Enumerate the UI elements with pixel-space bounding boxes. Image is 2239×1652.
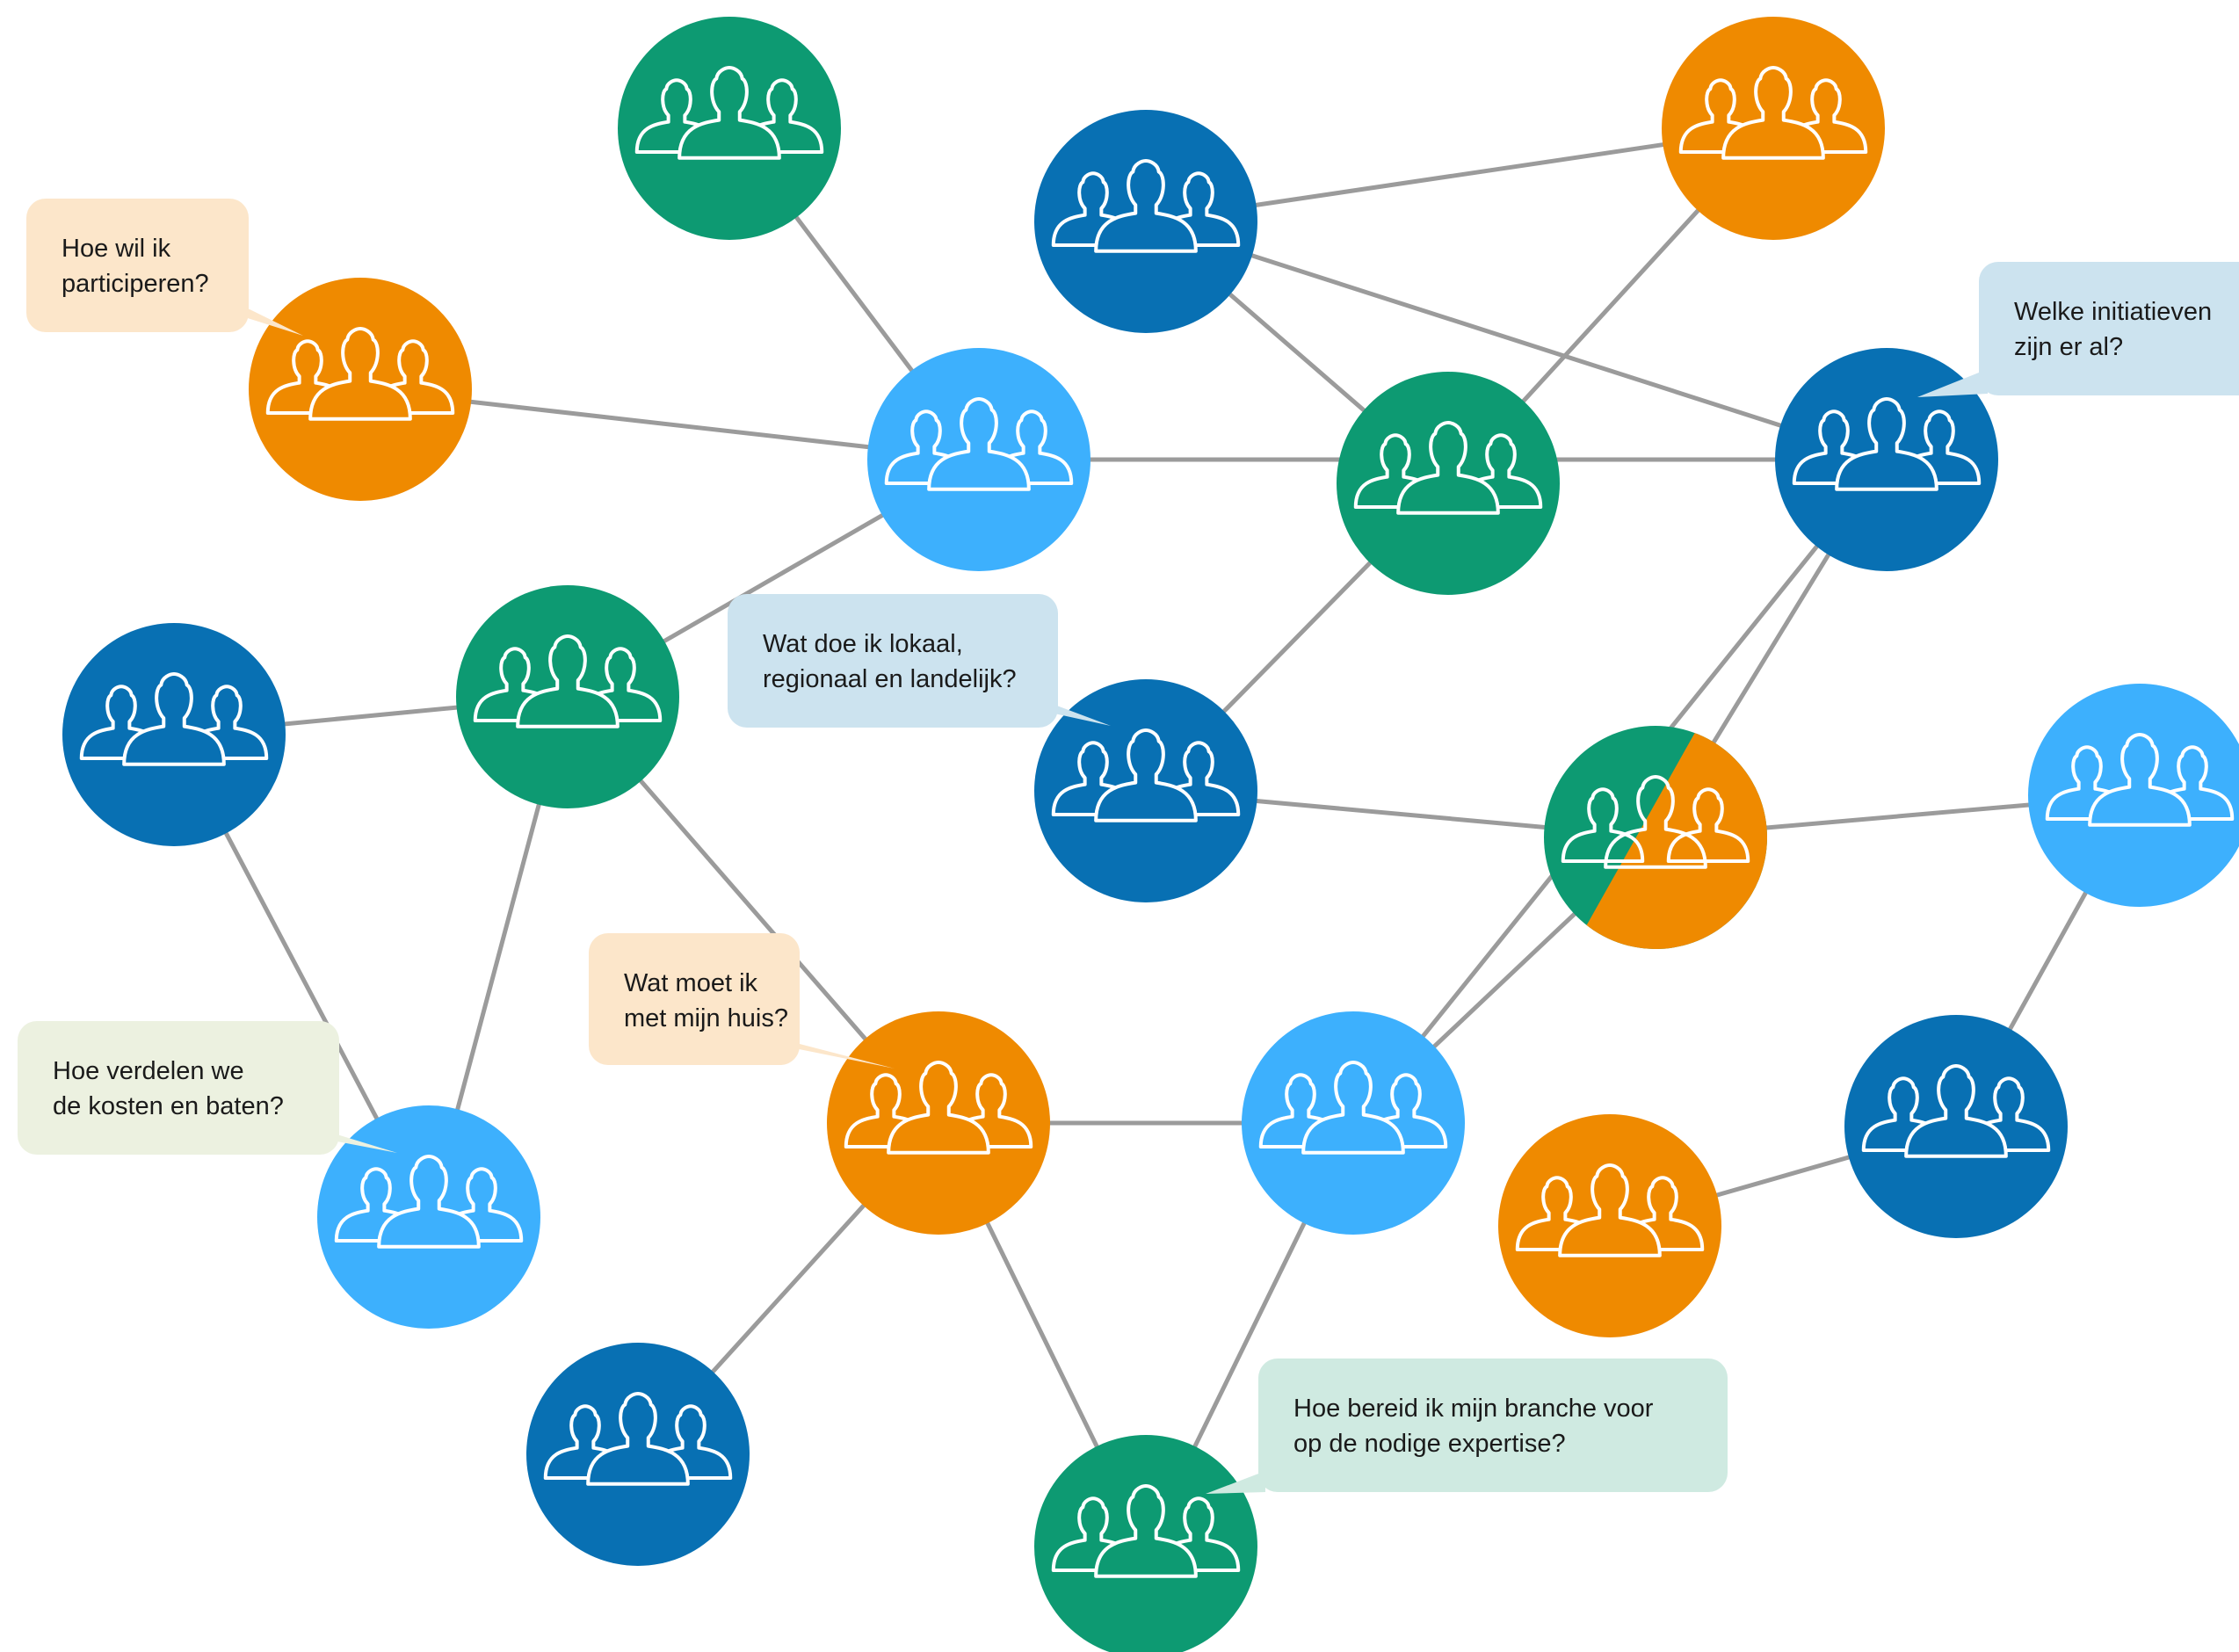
speech-bubble-text: Hoe wil ik (62, 235, 171, 263)
speech-bubble-text: Welke initiatieven (2014, 298, 2212, 326)
group-node (1844, 1015, 2068, 1238)
speech-bubble-text: Wat moet ik (624, 969, 758, 997)
speech-bubble-tail (773, 1044, 895, 1069)
speech-bubble-tail (295, 1134, 397, 1153)
group-of-people-icon (884, 397, 1074, 491)
group-of-people-icon (1561, 775, 1750, 869)
speech-bubble-text: op de nodige expertise? (1293, 1430, 1566, 1458)
group-of-people-icon (473, 634, 663, 728)
speech-bubble: Hoe bereid ik mijn branche voor op de nod… (1206, 1359, 1728, 1494)
group-node (827, 1011, 1050, 1235)
group-node (1034, 1435, 1257, 1652)
speech-bubble-text: participeren? (62, 270, 209, 298)
group-of-people-icon (543, 1392, 733, 1486)
group-node (1242, 1011, 1465, 1235)
node-orange-half (1561, 726, 1767, 949)
group-node (526, 1343, 750, 1566)
speech-bubble-tail (220, 309, 303, 336)
group-node (867, 348, 1091, 571)
speech-bubble-box (26, 199, 249, 332)
group-of-people-icon (334, 1155, 524, 1249)
speech-bubble-text: regionaal en landelijk? (763, 665, 1017, 693)
group-of-people-icon (844, 1061, 1033, 1155)
group-node (317, 1105, 540, 1329)
group-node (2028, 684, 2239, 907)
speech-bubble: Welke initiatieven zijn er al? (1917, 262, 2239, 397)
speech-bubble-text: de kosten en baten? (53, 1092, 284, 1120)
group-node (618, 17, 841, 240)
group-node (62, 623, 286, 846)
group-of-people-icon (79, 672, 269, 766)
group-node (1775, 348, 1998, 571)
group-of-people-icon (634, 66, 824, 160)
speech-bubble-box (728, 594, 1058, 728)
group-node (1034, 679, 1257, 902)
group-node (1498, 1114, 1721, 1337)
speech-bubble-tail (1917, 369, 1988, 397)
speech-bubble-text: Hoe bereid ik mijn branche voor (1293, 1395, 1654, 1423)
group-of-people-icon (1515, 1163, 1705, 1257)
group-node (456, 585, 679, 808)
group-node (249, 278, 472, 501)
speech-bubble: Wat doe ik lokaal, regionaal en landelijk… (728, 594, 1111, 728)
speech-bubble-text: zijn er al? (2014, 333, 2123, 361)
group-of-people-icon (2045, 733, 2235, 827)
group-of-people-icon (1678, 66, 1868, 160)
speech-bubble-tail (1206, 1471, 1265, 1494)
group-node (1034, 110, 1257, 333)
speech-bubble: Wat moet ik met mijn huis? (589, 933, 895, 1069)
group-of-people-icon (1258, 1061, 1448, 1155)
connection-line (1145, 219, 1888, 462)
group-of-people-icon (1861, 1064, 2051, 1158)
speech-bubble-text: met mijn huis? (624, 1004, 788, 1032)
group-of-people-icon (265, 327, 455, 421)
group-node (1337, 372, 1560, 595)
group-of-people-icon (1051, 1484, 1241, 1578)
speech-bubble-box (589, 933, 800, 1065)
group-node (1662, 17, 1885, 240)
group-of-people-icon (1051, 159, 1241, 253)
speech-bubble-box (1258, 1359, 1728, 1492)
speech-bubble-text: Hoe verdelen we (53, 1057, 244, 1085)
speech-bubble-text: Wat doe ik lokaal, (763, 630, 963, 658)
speech-bubble-tail (1014, 705, 1111, 726)
speech-bubble-box (18, 1021, 339, 1155)
group-of-people-icon (1353, 421, 1543, 515)
speech-bubbles: Hoe wil ik participeren? Welke initiatieve… (18, 199, 2239, 1494)
group-of-people-icon (1051, 728, 1241, 822)
speech-bubble: Hoe verdelen we de kosten en baten? (18, 1021, 397, 1155)
speech-bubble: Hoe wil ik participeren? (26, 199, 303, 336)
group-node (1544, 726, 1767, 949)
group-nodes (62, 17, 2239, 1652)
speech-bubble-box (1979, 262, 2239, 395)
group-of-people-icon (1792, 397, 1982, 491)
